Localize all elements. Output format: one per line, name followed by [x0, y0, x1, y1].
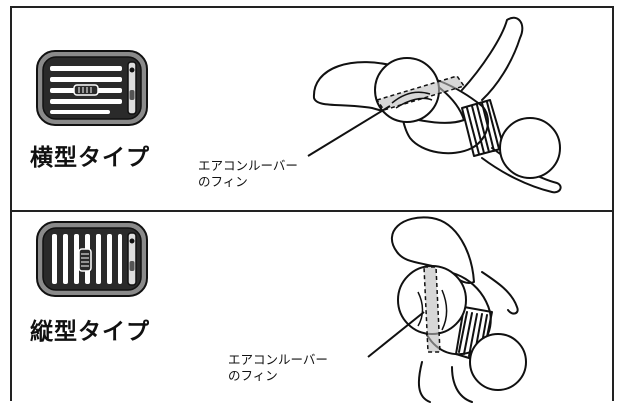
horizontal-type-panel: 横型タイプ: [10, 6, 614, 212]
callout-line-2: のフィン: [198, 174, 248, 189]
louvre-fin-callout: エアコンルーバー のフィン: [228, 352, 328, 384]
callout-line-1: エアコンルーバー: [228, 352, 328, 367]
louvre-fin-callout: エアコンルーバー のフィン: [198, 158, 298, 190]
vertical-vent-icon: [36, 221, 148, 297]
callout-line-1: エアコンルーバー: [198, 158, 298, 173]
type-label: 縦型タイプ: [30, 319, 150, 345]
callout-line-2: のフィン: [228, 368, 278, 383]
type-label: 横型タイプ: [30, 145, 150, 171]
vertical-mount-illustration: [367, 216, 527, 403]
horizontal-mount-illustration: [307, 16, 562, 194]
vertical-type-panel: 縦型タイプ: [10, 210, 614, 403]
horizontal-vent-icon: [36, 50, 148, 126]
